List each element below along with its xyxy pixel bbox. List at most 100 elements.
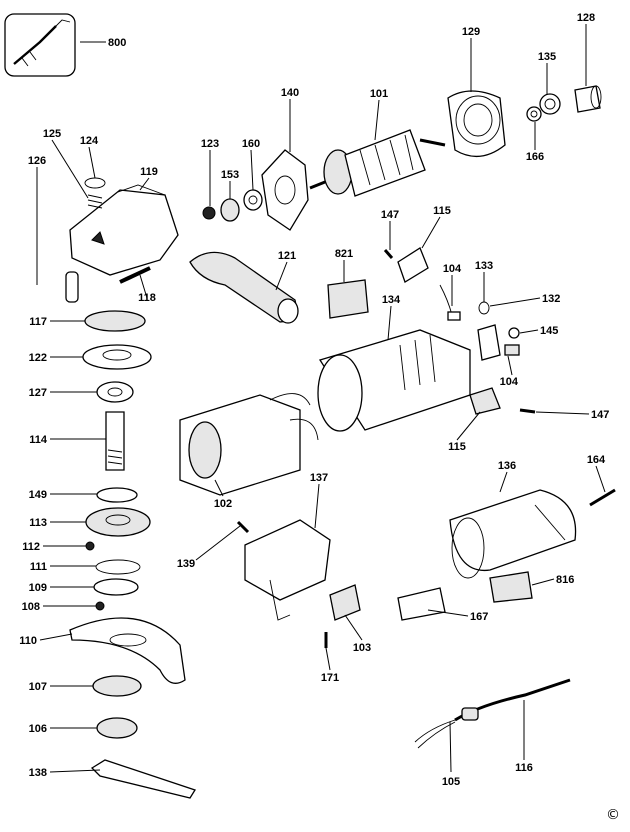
circlip-124 — [84, 177, 106, 189]
brush-holder-132 — [477, 324, 501, 361]
part-label-116: 116 — [515, 762, 533, 774]
part-label-137: 137 — [310, 472, 328, 484]
part-label-110: 110 — [19, 635, 37, 647]
part-label-149: 149 — [29, 489, 47, 501]
bearing-160 — [243, 189, 263, 211]
leader-line-167 — [427, 609, 469, 617]
part-label-101: 101 — [370, 88, 388, 100]
leader-line-101 — [374, 99, 380, 141]
part-label-115: 115 — [448, 441, 466, 453]
leader-line-160 — [250, 149, 254, 191]
screw-147-top — [383, 249, 394, 259]
part-label-129: 129 — [462, 26, 480, 38]
part-label-147: 147 — [381, 209, 399, 221]
brush-104-bottom — [504, 344, 520, 356]
leader-line-105 — [449, 721, 452, 773]
cable-116 — [414, 678, 571, 749]
screw-108 — [95, 601, 105, 611]
part-label-122: 122 — [29, 352, 47, 364]
leader-line-118 — [139, 274, 148, 299]
spanner-138 — [90, 759, 196, 799]
part-label-821: 821 — [335, 248, 353, 260]
field-stator-102 — [179, 393, 319, 496]
bearing-127 — [96, 381, 134, 403]
part-label-103: 103 — [353, 642, 371, 654]
brush-holder-115-top — [397, 247, 429, 283]
spring-125 — [87, 194, 103, 209]
part-label-160: 160 — [242, 138, 260, 150]
part-label-171: 171 — [321, 672, 339, 684]
leader-line-164 — [595, 465, 606, 493]
part-label-119: 119 — [140, 166, 158, 178]
part-label-145: 145 — [540, 325, 558, 337]
clamp-109 — [93, 578, 139, 596]
leader-line-102 — [214, 479, 224, 497]
part-label-113: 113 — [29, 517, 47, 529]
part-label-800: 800 — [108, 37, 126, 49]
fan-baffle-140 — [261, 149, 309, 231]
side-handle-121 — [189, 251, 299, 324]
label-821 — [327, 279, 369, 319]
leader-line-124 — [88, 146, 96, 179]
part-label-135: 135 — [538, 51, 556, 63]
part-label-134: 134 — [382, 294, 401, 306]
leader-line-115 — [456, 411, 481, 441]
part-label-108: 108 — [22, 601, 40, 613]
part-label-106: 106 — [29, 723, 47, 735]
o-ring-111 — [95, 559, 141, 575]
part-label-164: 164 — [587, 454, 606, 466]
bearing-135 — [539, 93, 561, 115]
gear-pinion-153 — [220, 198, 240, 222]
leader-line-110 — [39, 633, 73, 641]
part-label-107: 107 — [29, 681, 47, 693]
part-label-153: 153 — [221, 169, 239, 181]
leader-line-136 — [499, 471, 508, 493]
leader-lines — [36, 24, 606, 773]
bush-128 — [574, 85, 602, 113]
switch-103 — [329, 584, 361, 621]
brush-104-top — [439, 284, 461, 321]
part-label-166: 166 — [526, 151, 544, 163]
part-label-104: 104 — [500, 376, 519, 388]
part-label-114: 114 — [29, 434, 48, 446]
part-label-139: 139 — [177, 558, 195, 570]
leader-line-119 — [139, 177, 150, 191]
part-label-816: 816 — [556, 574, 574, 586]
leader-line-132 — [489, 297, 541, 307]
label-816 — [489, 571, 533, 603]
part-label-140: 140 — [281, 87, 299, 99]
part-label-105: 105 — [442, 776, 460, 788]
part-label-121: 121 — [278, 250, 296, 262]
terminal-block-167 — [397, 587, 446, 621]
part-label-102: 102 — [214, 498, 232, 510]
leader-line-171 — [325, 647, 331, 671]
leader-line-134 — [387, 305, 392, 341]
part-label-112: 112 — [22, 541, 40, 553]
part-label-127: 127 — [29, 387, 47, 399]
flange-107 — [92, 675, 142, 697]
leader-line-103 — [344, 614, 363, 641]
screw-164 — [589, 488, 616, 507]
bearing-flange-113 — [85, 507, 151, 537]
inset-tool-figure — [4, 13, 76, 77]
part-label-109: 109 — [29, 582, 47, 594]
part-label-136: 136 — [498, 460, 516, 472]
leader-line-139 — [195, 525, 241, 561]
washer-166 — [526, 106, 542, 122]
leader-line-147 — [535, 411, 590, 415]
screw-145 — [508, 327, 520, 339]
leader-line-125 — [51, 139, 89, 199]
part-label-138: 138 — [29, 767, 47, 779]
part-label-128: 128 — [577, 12, 595, 24]
spindle-114 — [105, 411, 125, 471]
brush-spring-133 — [478, 301, 490, 315]
leader-line-138 — [49, 769, 101, 773]
screw-118 — [119, 266, 151, 284]
part-label-115: 115 — [433, 205, 451, 217]
part-label-125: 125 — [43, 128, 61, 140]
guard-110 — [69, 617, 186, 684]
part-label-147: 147 — [591, 409, 609, 421]
part-label-124: 124 — [80, 135, 99, 147]
